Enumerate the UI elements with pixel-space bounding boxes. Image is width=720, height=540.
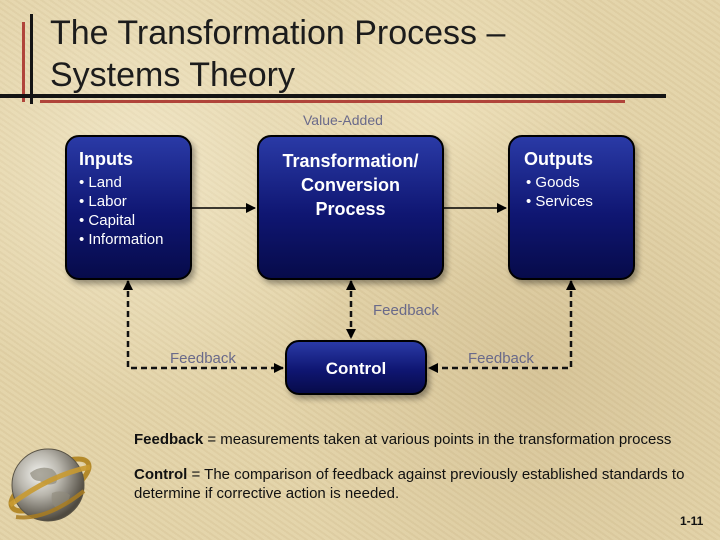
inputs-list: • Land • Labor • Capital • Information (79, 173, 163, 249)
feedback-line-inputs-to-control (123, 280, 284, 373)
globe-icon (8, 448, 92, 522)
control-title: Control (325, 359, 387, 378)
control-definition-text: = The comparison of feedback against pre… (134, 466, 685, 502)
input-item-capital: • Capital (79, 212, 136, 229)
value-added-label: Value-Added (303, 112, 383, 128)
transformation-line-3: Process (315, 199, 386, 219)
title-underline (0, 94, 666, 98)
title-accent-vertical (30, 14, 33, 104)
feedback-label-right: Feedback (468, 350, 534, 367)
title-line-1: The Transformation Process – (50, 14, 506, 52)
control-box: Control (285, 340, 427, 395)
inputs-title: Inputs (79, 149, 133, 169)
input-item-information: • Information (79, 231, 164, 248)
control-definition: Control = The comparison of feedback aga… (134, 465, 714, 503)
input-item-land: • Land (79, 174, 122, 191)
input-item-labor: • Labor (79, 193, 127, 210)
feedback-term: Feedback (134, 431, 204, 448)
outputs-list: • Goods • Services (526, 173, 593, 211)
feedback-label-left: Feedback (170, 350, 236, 367)
transformation-box: Transformation/ Conversion Process (257, 135, 444, 280)
transformation-line-2: Conversion (300, 175, 401, 195)
title-accent-vertical-red (22, 22, 25, 102)
inputs-box: Inputs • Land • Labor • Capital • Inform… (65, 135, 192, 280)
slide-number: 1-11 (680, 514, 704, 528)
title-line-2: Systems Theory (50, 56, 296, 94)
slide-title: The Transformation Process – Systems The… (50, 12, 505, 96)
transformation-line-1: Transformation/ (282, 151, 419, 171)
outputs-box: Outputs • Goods • Services (508, 135, 635, 280)
feedback-definition: Feedback = measurements taken at various… (134, 430, 714, 449)
title-underline-red (40, 100, 625, 103)
transformation-title: Transformation/ Conversion Process (259, 149, 442, 221)
output-item-goods: • Goods (526, 174, 580, 191)
feedback-definition-text: = measurements taken at various points i… (203, 431, 672, 448)
feedback-line-outputs-to-control (428, 280, 576, 373)
output-item-services: • Services (526, 193, 593, 210)
feedback-label-top: Feedback (373, 302, 439, 319)
outputs-title: Outputs (524, 149, 593, 169)
control-term: Control (134, 466, 188, 483)
